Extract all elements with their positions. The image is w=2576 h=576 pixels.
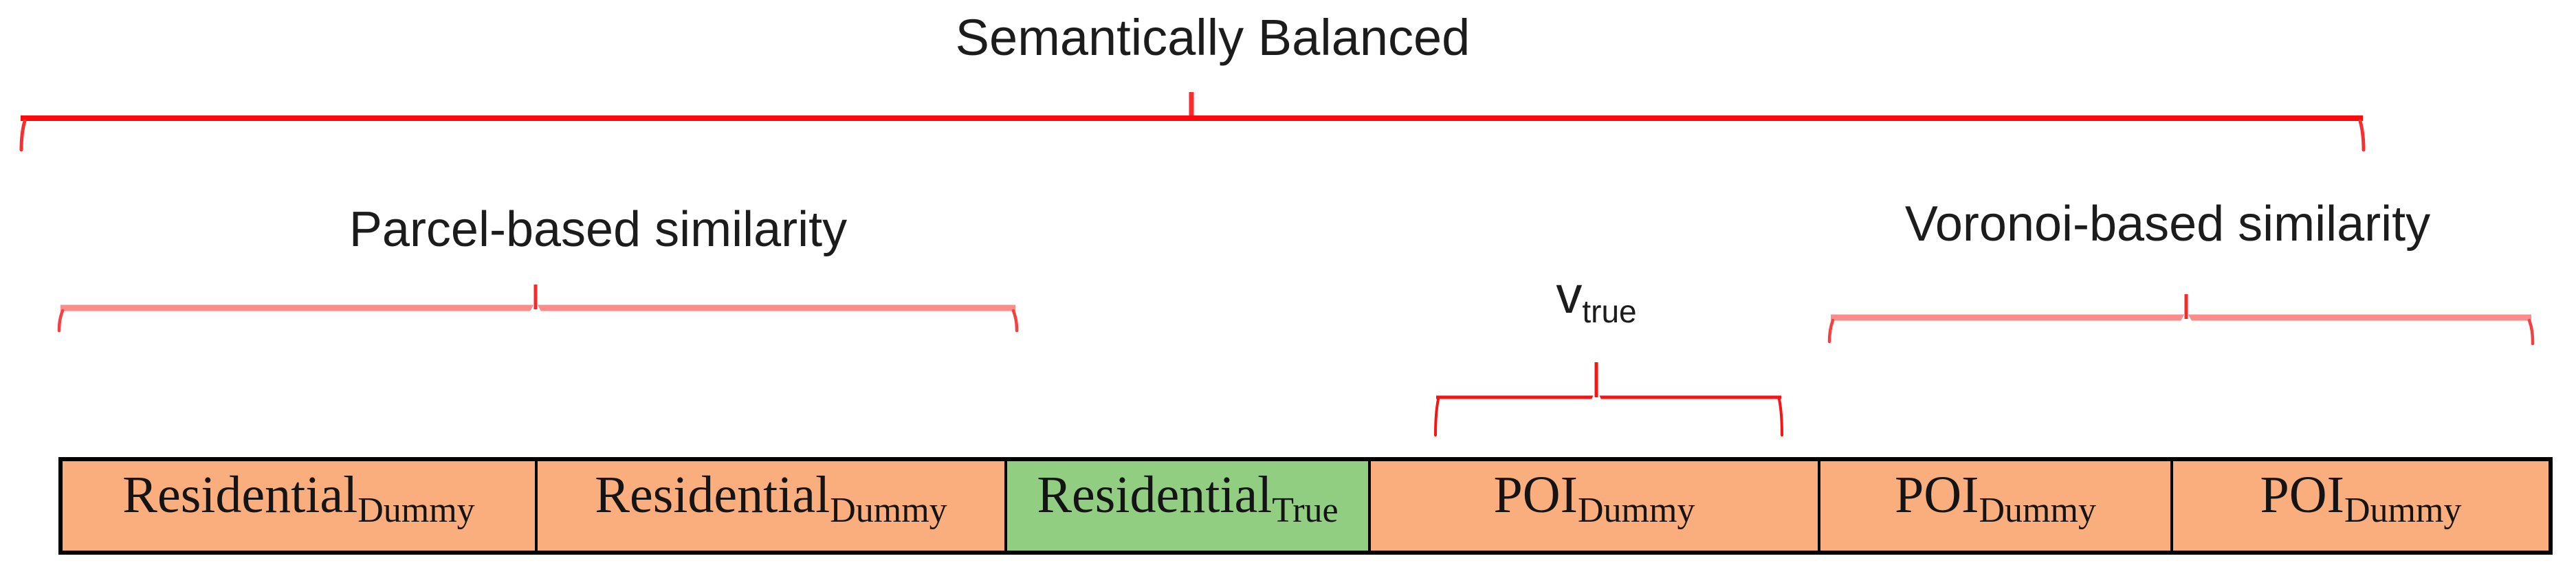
cell-label: POIDummy bbox=[2260, 466, 2462, 529]
cell-label-base: POI bbox=[2260, 466, 2344, 524]
cell-label-base: Residential bbox=[595, 466, 830, 524]
cells-table: ResidentialDummy ResidentialDummy Reside… bbox=[58, 457, 2553, 555]
cell-label-base: POI bbox=[1895, 466, 1979, 524]
cell-label-base: Residential bbox=[122, 466, 358, 524]
semantically-balanced-label: Semantically Balanced bbox=[955, 9, 1471, 66]
table-cell-poi-dummy-1: POIDummy bbox=[1368, 461, 1818, 551]
table-cell-poi-dummy-2: POIDummy bbox=[1818, 461, 2170, 551]
parcel-similarity-brace bbox=[57, 285, 1019, 333]
cell-label: ResidentialDummy bbox=[122, 466, 474, 529]
cell-label: POIDummy bbox=[1895, 466, 2096, 529]
cell-label-base: POI bbox=[1493, 466, 1578, 524]
cell-label: POIDummy bbox=[1493, 466, 1695, 529]
cell-label-subscript: Dummy bbox=[1578, 491, 1695, 530]
v-true-label: vtrue bbox=[1556, 266, 1636, 329]
table-cell-residential-dummy-1: ResidentialDummy bbox=[63, 461, 535, 551]
v-true-brace bbox=[1434, 362, 1783, 436]
v-true-subscript: true bbox=[1582, 293, 1637, 329]
cell-label-subscript: Dummy bbox=[1979, 491, 2096, 530]
voronoi-similarity-brace bbox=[1827, 294, 2535, 346]
semantically-balanced-brace bbox=[19, 92, 2366, 152]
table-cell-residential-true: ResidentialTrue bbox=[1004, 461, 1368, 551]
table-cell-poi-dummy-3: POIDummy bbox=[2170, 461, 2549, 551]
cell-label: ResidentialDummy bbox=[595, 466, 947, 529]
v-true-base: v bbox=[1556, 266, 1583, 324]
cell-label-subscript: Dummy bbox=[830, 491, 947, 530]
cell-label: ResidentialTrue bbox=[1037, 466, 1338, 529]
cell-label-subscript: Dummy bbox=[2344, 491, 2462, 530]
cell-label-base: Residential bbox=[1037, 466, 1273, 524]
voronoi-similarity-label: Voronoi-based similarity bbox=[1904, 197, 2431, 252]
parcel-similarity-label: Parcel-based similarity bbox=[349, 202, 848, 257]
table-cell-residential-dummy-2: ResidentialDummy bbox=[535, 461, 1004, 551]
cell-label-subscript: Dummy bbox=[357, 491, 475, 530]
cell-label-subscript: True bbox=[1272, 491, 1339, 530]
